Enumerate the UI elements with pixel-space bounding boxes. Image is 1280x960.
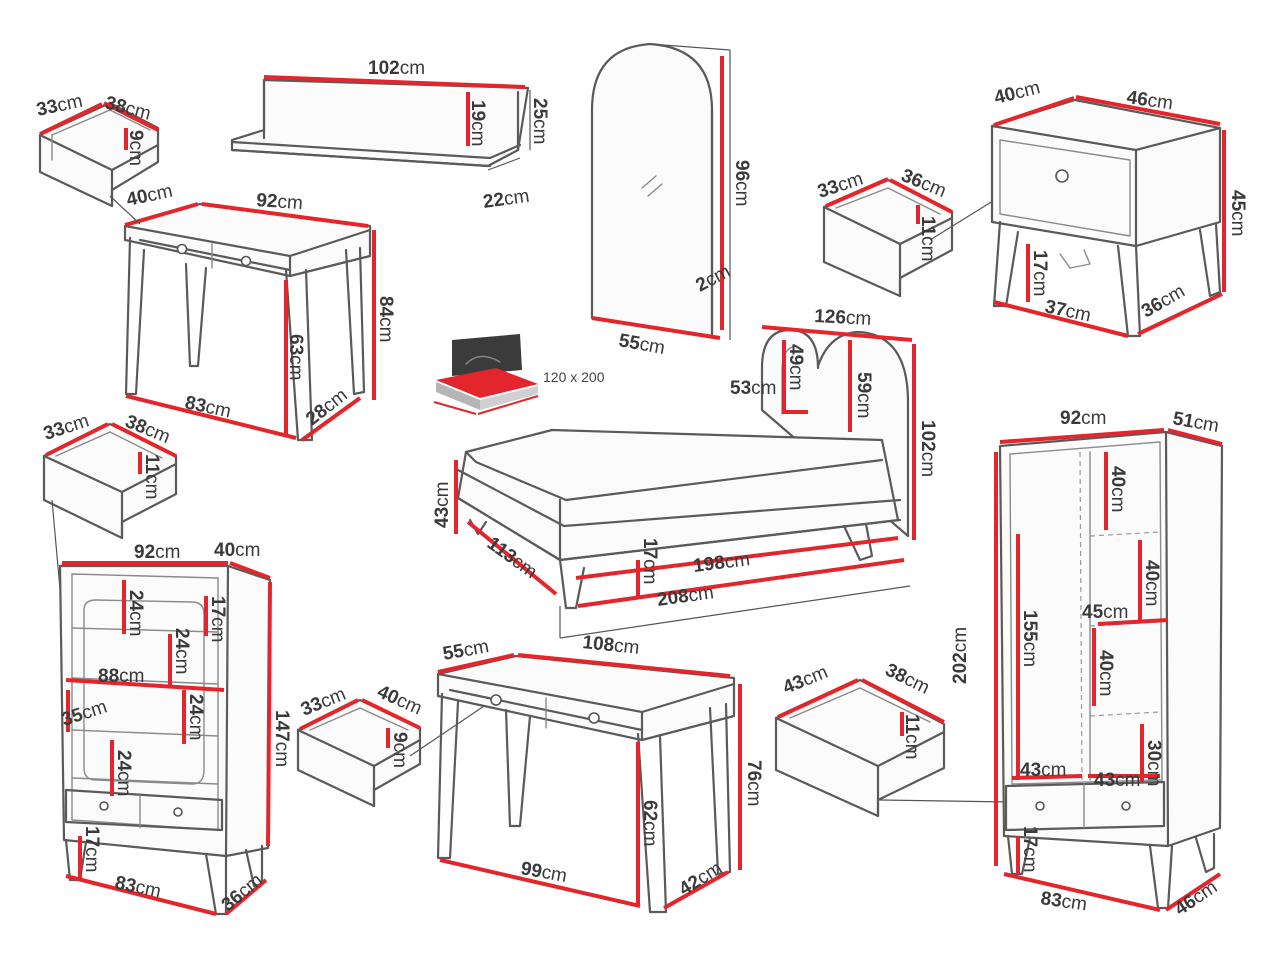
- writing-table-illustration: [436, 653, 742, 914]
- dim-cabinet-base-width: 83cm: [113, 872, 163, 902]
- dim-wardrobe-leg: 17cm: [1019, 826, 1040, 872]
- dim-drawer3-height: 11cm: [141, 454, 162, 499]
- dim-shelf-height: 25cm: [529, 98, 550, 144]
- dim-dressing-depth: 40cm: [125, 181, 175, 211]
- dim-wardrobe-base-depth: 46cm: [1171, 877, 1221, 920]
- dim-nightstand-width: 46cm: [1125, 87, 1174, 114]
- dim-bed-total-height: 102cm: [917, 420, 938, 477]
- dim-bed-leg: 17cm: [639, 538, 660, 584]
- dim-wardrobe-drawer-right: 43cm: [1094, 770, 1140, 791]
- dim-mirror-width: 55cm: [617, 330, 666, 359]
- mattress-size-label: 120 x 200: [543, 369, 605, 385]
- dim-wardrobe-shelf2: 40cm: [1141, 560, 1162, 606]
- dim-table-leg: 62cm: [639, 800, 660, 846]
- dim-nightstand-height: 45cm: [1227, 190, 1248, 236]
- dim-nightstand-leg: 17cm: [1029, 250, 1050, 296]
- dim-cabinet-height: 147cm: [271, 710, 292, 767]
- dim-wardrobe-base-width: 83cm: [1039, 888, 1088, 915]
- dim-bed-side-height: 43cm: [432, 482, 453, 528]
- dim-table-width: 108cm: [581, 632, 640, 659]
- dim-cabinet-shelf6: 24cm: [113, 750, 134, 796]
- dim-table-base-width: 99cm: [519, 858, 568, 887]
- dim-wardrobe-depth: 51cm: [1171, 408, 1220, 437]
- dim-wardrobe-shelf1: 40cm: [1107, 466, 1128, 512]
- dim-drawer5-depth: 43cm: [780, 662, 831, 699]
- dim-bed-headboard-arch1: 49cm: [785, 344, 806, 390]
- dim-cabinet-inner-width: 88cm: [98, 666, 144, 687]
- drawer-5-illustration: [774, 678, 1011, 818]
- display-cabinet-illustration: [58, 561, 272, 916]
- nightstand-illustration: [990, 95, 1226, 338]
- dim-cabinet-shelf3: 24cm: [171, 628, 192, 674]
- dim-wardrobe-shelf4: 30cm: [1143, 740, 1164, 786]
- dim-wardrobe-shelf-width: 45cm: [1082, 602, 1128, 623]
- dim-drawer4-height: 9cm: [389, 732, 410, 768]
- arched-mirror-illustration: [590, 42, 731, 340]
- dim-cabinet-shelf1: 24cm: [125, 590, 146, 636]
- dressing-table-illustration: [109, 195, 376, 442]
- wardrobe-illustration: [994, 428, 1224, 912]
- dim-cabinet-leg: 17cm: [81, 826, 102, 872]
- dimension-labels: 33cm 38cm 9cm 102cm 19cm 25cm 22cm 96cm …: [35, 58, 1248, 920]
- drawer-2-illustration: [822, 177, 1031, 298]
- drawer-1-illustration: [38, 101, 160, 208]
- dim-mirror-height: 96cm: [731, 160, 752, 206]
- dim-drawer2-height: 11cm: [917, 216, 938, 261]
- dim-cabinet-width: 92cm: [134, 542, 180, 563]
- dim-drawer1-width: 38cm: [103, 93, 153, 125]
- dim-bed-headboard-width: 126cm: [814, 306, 872, 330]
- dim-wardrobe-width: 92cm: [1060, 408, 1106, 429]
- wall-shelf-illustration: [230, 75, 531, 171]
- dim-shelf-width: 102cm: [368, 58, 425, 79]
- dim-dressing-base-width: 83cm: [183, 392, 233, 422]
- dim-dressing-width: 92cm: [256, 190, 304, 214]
- dim-nightstand-depth: 40cm: [992, 77, 1042, 109]
- dim-bed-headboard-arch2: 59cm: [853, 372, 874, 418]
- dim-wardrobe-drawer-left: 43cm: [1020, 760, 1066, 781]
- mattress-icon: [433, 334, 539, 415]
- dim-dressing-leg: 63cm: [285, 334, 306, 380]
- dim-drawer1-height: 9cm: [125, 130, 146, 166]
- dim-drawer1-depth: 33cm: [35, 91, 85, 121]
- dim-shelf-depth: 22cm: [482, 186, 531, 213]
- dim-bed-length: 208cm: [656, 582, 715, 611]
- dim-cabinet-shelf2: 17cm: [207, 596, 228, 642]
- dim-cabinet-shelf5: 24cm: [185, 694, 206, 740]
- dim-cabinet-depth: 40cm: [214, 540, 260, 561]
- bed-illustration: [454, 325, 916, 639]
- dim-nightstand-base-depth: 36cm: [1138, 281, 1189, 322]
- dim-nightstand-base-width: 37cm: [1043, 296, 1093, 326]
- dim-bed-inner-length: 198cm: [692, 549, 751, 577]
- dim-drawer5-height: 11cm: [901, 714, 922, 759]
- dim-wardrobe-inner-height: 155cm: [1019, 610, 1040, 667]
- dim-bed-headboard-base: 53cm: [730, 378, 776, 399]
- dim-wardrobe-shelf3: 40cm: [1095, 650, 1116, 696]
- dim-table-base-depth: 42cm: [676, 858, 727, 900]
- drawer-4-illustration: [296, 697, 497, 808]
- dim-table-height: 76cm: [743, 760, 764, 806]
- drawer-3-illustration: [42, 422, 178, 791]
- dim-wardrobe-height: 202cm: [950, 627, 971, 684]
- dim-shelf-inner-height: 19cm: [467, 100, 488, 146]
- dim-table-depth: 55cm: [441, 636, 490, 665]
- dim-dressing-height: 84cm: [375, 296, 396, 342]
